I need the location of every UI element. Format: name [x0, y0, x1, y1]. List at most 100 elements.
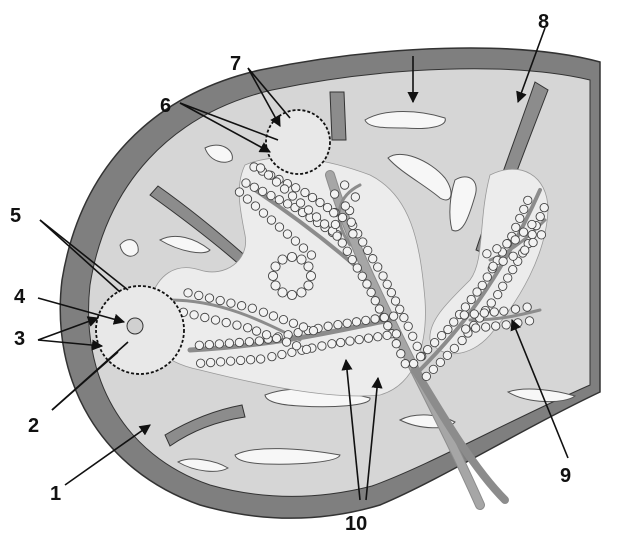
lymphocyte-cell — [471, 324, 479, 332]
lymphocyte-cell — [301, 188, 309, 196]
lymphocyte-cell — [340, 181, 348, 189]
label-9: 9 — [560, 465, 571, 487]
lymphocyte-cell — [252, 327, 260, 335]
lymphocyte-cell — [404, 322, 412, 330]
label-5: 5 — [10, 205, 21, 227]
lymphocyte-cell — [523, 303, 531, 311]
lymphocyte-cell — [255, 337, 263, 345]
lymphocyte-cell — [206, 358, 214, 366]
lymphocyte-cell — [362, 316, 370, 324]
lymphocyte-cell — [235, 338, 243, 346]
lymphocyte-cell — [216, 358, 224, 366]
lymphocyte-cell — [516, 214, 524, 222]
lymphocyte-cell — [271, 281, 280, 290]
lymphocyte-cell — [430, 338, 438, 346]
lymphocyte-cell — [343, 247, 351, 255]
lymphocyte-cell — [520, 205, 528, 213]
lymphocyte-cell — [470, 310, 478, 318]
lymphocyte-cell — [216, 296, 224, 304]
lymphocyte-cell — [324, 322, 332, 330]
lymphocyte-cell — [400, 313, 408, 321]
lymphocyte-cell — [338, 213, 346, 221]
label-10: 10 — [345, 513, 367, 535]
lymphocyte-cell — [250, 183, 258, 191]
lymphocyte-cell — [251, 202, 259, 210]
lymphocyte-cell — [389, 312, 397, 320]
lymphocyte-cell — [536, 212, 544, 220]
lymphocyte-cell — [243, 195, 251, 203]
lymphocyte-cell — [343, 319, 351, 327]
lymphocyte-cell — [348, 255, 356, 263]
lymphocyte-cell — [237, 302, 245, 310]
lymphocyte-cell — [304, 281, 313, 290]
lymphocyte-cell — [504, 274, 512, 282]
lymphocyte-cell — [222, 318, 230, 326]
lymphocyte-cell — [272, 178, 280, 186]
lymphocyte-cell — [297, 288, 306, 297]
lymphocyte-cell — [334, 320, 342, 328]
lymphocyte-cell — [481, 323, 489, 331]
lymphocyte-cell — [371, 296, 379, 304]
lymphocyte-cell — [245, 338, 253, 346]
lymphocyte-cell — [336, 338, 344, 346]
lymphocyte-cell — [292, 342, 300, 350]
lymphocyte-cell — [483, 250, 491, 258]
lymphocyte-cell — [460, 311, 468, 319]
lymphocyte-cell — [352, 318, 360, 326]
lymphocyte-cell — [211, 316, 219, 324]
lymphocyte-cell — [278, 255, 287, 264]
lymphocyte-cell — [246, 355, 254, 363]
lymphocyte-cell — [341, 202, 349, 210]
lymphocyte-cell — [391, 297, 399, 305]
lymphocyte-cell — [500, 307, 508, 315]
lymphocyte-cell — [443, 351, 451, 359]
lymphocyte-cell — [195, 291, 203, 299]
lymphocyte-cell — [461, 303, 469, 311]
lymphocyte-cell — [450, 344, 458, 352]
lymphocyte-cell — [307, 251, 315, 259]
lymphocyte-cell — [458, 336, 466, 344]
lymphocyte-cell — [190, 311, 198, 319]
lymphocyte-cell — [297, 255, 306, 264]
lymphocyte-cell — [349, 230, 357, 238]
lymphocyte-cell — [308, 193, 316, 201]
lymphocyte-cell — [271, 262, 280, 271]
lymphocyte-cell — [384, 321, 392, 329]
label-1: 1 — [50, 483, 61, 505]
lymphocyte-cell — [291, 184, 299, 192]
lymphocyte-cell — [328, 340, 336, 348]
lymphocyte-cell — [262, 331, 270, 339]
lymphocyte-cell — [312, 213, 320, 221]
lymphocyte-cell — [291, 237, 299, 245]
lymphocyte-cell — [375, 305, 383, 313]
lymphocyte-cell — [331, 220, 339, 228]
lymphocyte-cell — [287, 290, 296, 299]
lymphocyte-cell — [383, 331, 391, 339]
lymphocyte-cell — [243, 324, 251, 332]
lymphocyte-cell — [278, 350, 286, 358]
lymphocyte-cell — [358, 272, 366, 280]
lymphocyte-cell — [396, 305, 404, 313]
lymphocyte-cell — [409, 332, 417, 340]
lymphocyte-cell — [499, 282, 507, 290]
lymphocyte-cell — [205, 294, 213, 302]
lymphocyte-cell — [267, 216, 275, 224]
lymphocyte-cell — [289, 319, 297, 327]
lymphocyte-cell — [353, 264, 361, 272]
lymphocyte-cell — [320, 220, 328, 228]
lymphocyte-cell — [383, 280, 391, 288]
lymphocyte-cell — [304, 206, 312, 214]
lymphocyte-cell — [235, 188, 243, 196]
lymphocyte-cell — [436, 358, 444, 366]
label-2: 2 — [28, 415, 39, 437]
lymphocyte-cell — [467, 295, 475, 303]
lymphocyte-cell — [423, 345, 431, 353]
lymphocyte-cell — [503, 240, 511, 248]
lymphocyte-cell — [287, 252, 296, 261]
lymphocyte-cell — [333, 232, 341, 240]
lymphocyte-cell — [226, 357, 234, 365]
lymphocyte-cell — [364, 246, 372, 254]
lymphocyte-cell — [444, 325, 452, 333]
lymphocyte-cell — [483, 273, 491, 281]
